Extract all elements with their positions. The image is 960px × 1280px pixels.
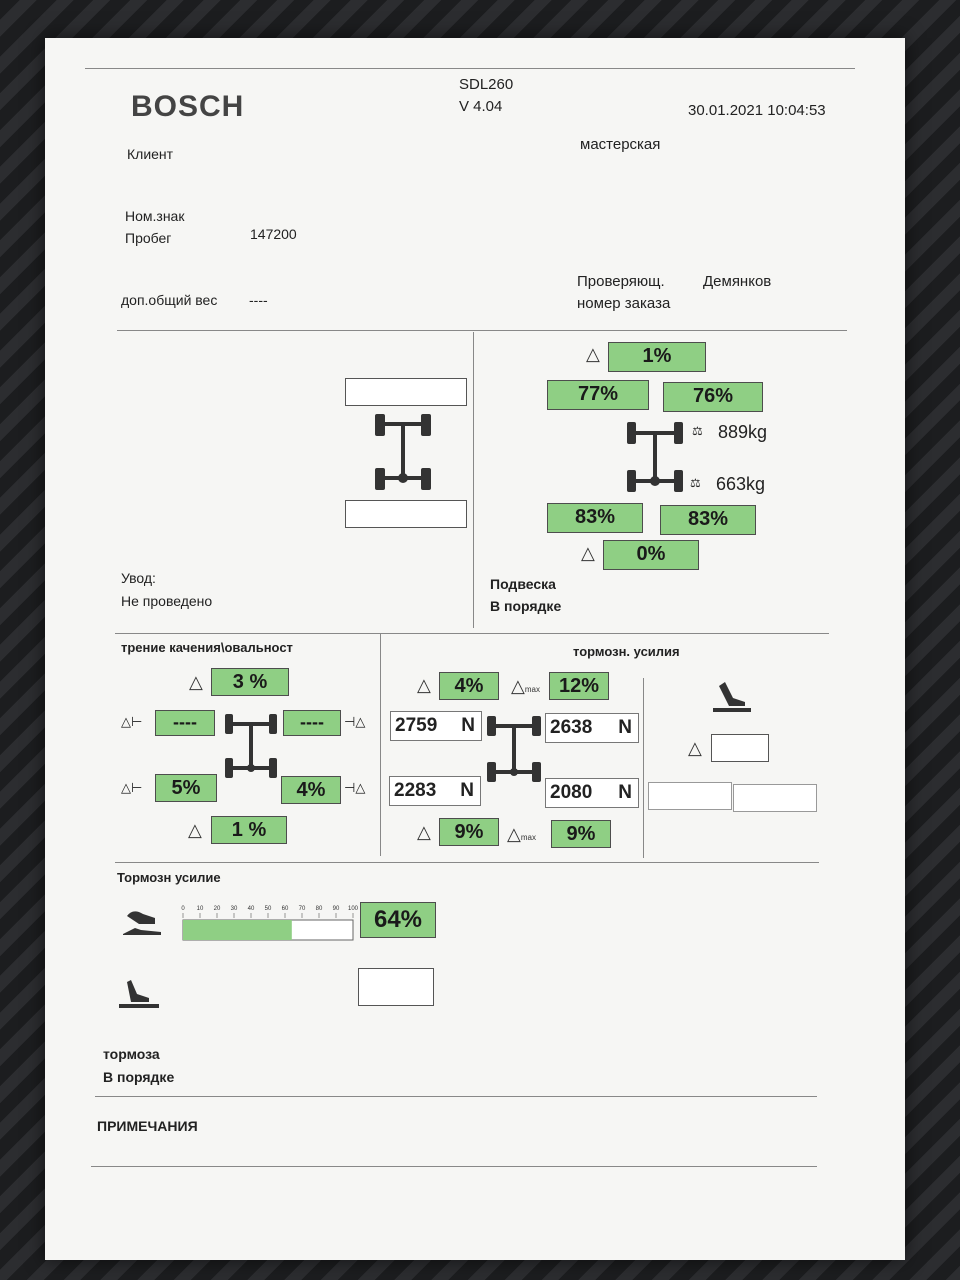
gauge-tick-label: 70 [299,906,306,912]
software-version: V 4.04 [459,98,503,115]
rolling-front-right: ---- [283,710,341,736]
wheel-delta-icon: ⊣△ [344,780,366,795]
gauge-tick-label: 80 [316,906,323,912]
notes-label: ПРИМЕЧАНИЯ [97,1118,198,1134]
braking-axle-icon [487,716,541,782]
extra-weight-label: доп.общий вес [121,292,218,308]
gauge-tick-label: 20 [214,906,221,912]
inspector-label: Проверяющ. [577,273,665,290]
delta-max-icon: △max [511,676,540,696]
brake-pedal-icon [123,911,161,935]
suspension-rear-delta: 0% [603,540,699,570]
test-datetime: 30.01.2021 10:04:53 [688,102,826,119]
rolling-title: трение качения\овальност [121,640,293,655]
weight-icon: ⚖ [690,476,701,490]
suspension-front-right: 76% [663,382,763,412]
gauge-tick-label: 100 [348,906,359,912]
mileage-label: Пробег [125,230,172,246]
braking-front-delta: 4% [439,672,499,700]
suspension-axle-icon [627,422,683,492]
rolling-rear-right: 4% [281,776,341,804]
braking-rear-max: 9% [551,820,611,848]
delta-icon: △ [188,820,202,840]
suspension-rear-right: 83% [660,505,756,535]
parking-left-box [648,782,732,810]
section-rule [117,330,847,331]
delta-icon: △ [417,822,431,842]
brakes-status: В порядке [103,1069,175,1085]
alignment-front-box [345,378,467,406]
section-divider [473,332,474,628]
pedal-force-gauge: 0 10 20 30 40 50 60 70 80 90 100 [181,906,359,941]
delta-icon: △ [688,738,702,758]
mileage-value: 147200 [250,226,297,242]
parking-right-box [733,784,817,812]
delta-icon: △ [417,675,431,695]
rolling-rear-left: 5% [155,774,217,802]
order-number-label: номер заказа [577,295,671,312]
section-rule [115,862,819,863]
gauge-tick-label: 0 [181,906,185,912]
report-sheet: BOSCH SDL260 V 4.04 30.01.2021 10:04:53 … [45,38,905,1260]
gauge-tick-label: 50 [265,906,272,912]
brakes-label: тормоза [103,1046,160,1062]
suspension-label: Подвеска [490,576,556,592]
client-label: Клиент [127,146,174,162]
braking-title: тормозн. усилия [573,644,680,659]
delta-max-icon: △max [507,824,536,844]
gauge-tick-label: 40 [248,906,255,912]
weight-icon: ⚖ [692,424,703,438]
wheel-delta-icon: ⊣△ [344,714,366,729]
suspension-front-delta: 1% [608,342,706,372]
section-divider [643,678,644,858]
wheel-delta-icon: △⊢ [121,780,143,795]
parking-brake-pedal-icon [119,980,159,1008]
alignment-rear-box [345,500,467,528]
front-axle-weight: 889kg [718,422,768,442]
delta-icon: △ [581,543,595,563]
rear-axle-weight: 663kg [716,474,766,494]
axle-diagram-icon [375,414,431,490]
suspension-status: В порядке [490,598,562,614]
suspension-front-left: 77% [547,380,649,410]
inspector-value: Демянков [703,273,772,290]
gauge-tick-label: 90 [333,906,340,912]
pedal-title: Тормозн усилие [117,870,221,885]
gauge-tick-label: 30 [231,906,238,912]
brand-logo: BOSCH [131,90,245,123]
bottom-rule [91,1166,817,1167]
section-rule [95,1096,817,1097]
gauge-tick-label: 10 [197,906,204,912]
section-rule [115,633,829,634]
alignment-label: Увод: [121,570,156,586]
extra-weight-value: ---- [249,292,268,308]
parking-pedal-box [358,968,434,1006]
wheel-delta-icon: △⊢ [121,714,143,729]
braking-front-max: 12% [549,672,609,700]
suspension-rear-left: 83% [547,503,643,533]
workshop-label: мастерская [580,136,661,153]
gauge-tick-label: 60 [282,906,289,912]
delta-icon: △ [586,344,600,364]
gauge-fill [183,920,292,940]
pedal-force-value: 64% [360,902,436,938]
rolling-rear-delta: 1 % [211,816,287,844]
braking-rear-delta: 9% [439,818,499,846]
rolling-axle-icon [225,714,277,778]
top-rule [85,68,855,69]
device-model: SDL260 [459,76,514,93]
rolling-front-left: ---- [155,710,215,736]
parking-delta-box [711,734,769,762]
section-divider [380,634,381,856]
plate-label: Ном.знак [125,208,185,224]
alignment-status: Не проведено [121,593,213,609]
parking-brake-icon [713,682,751,712]
rolling-front-delta: 3 % [211,668,289,696]
delta-icon: △ [189,672,203,692]
